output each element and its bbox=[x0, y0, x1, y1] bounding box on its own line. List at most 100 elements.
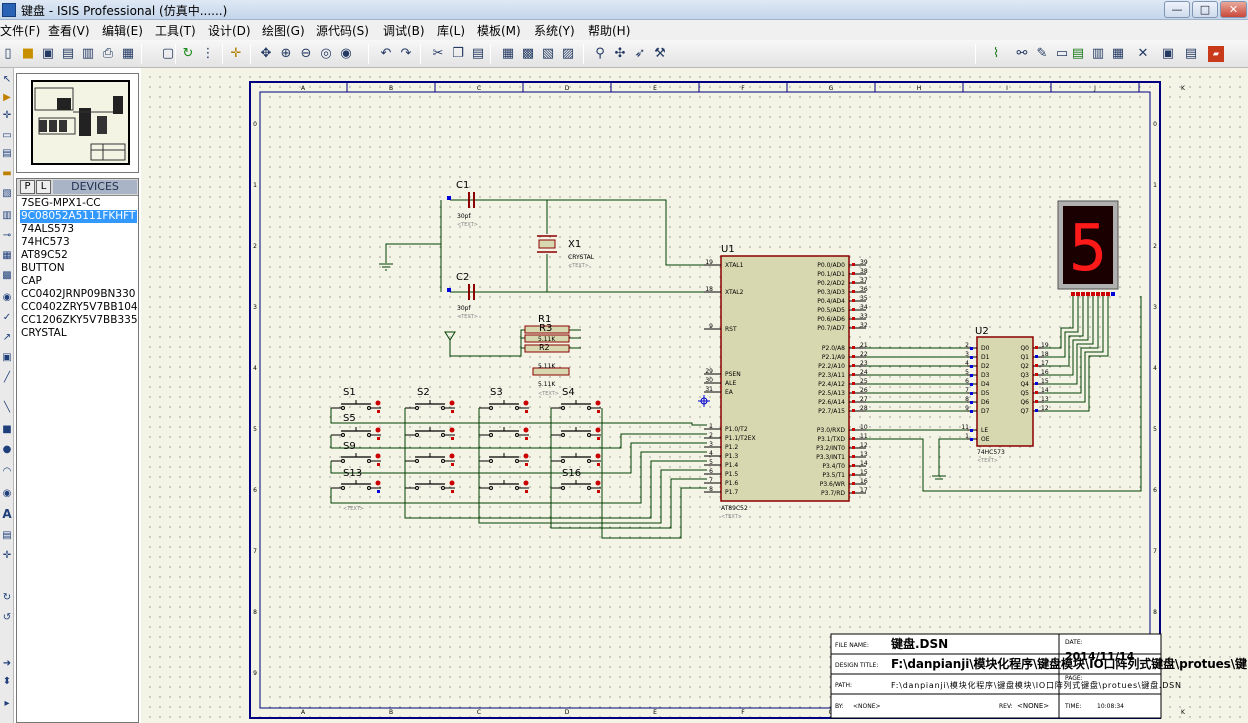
push-button[interactable] bbox=[550, 400, 601, 414]
maximize-button[interactable]: □ bbox=[1192, 1, 1218, 18]
voltage-probe-icon[interactable]: ✓ bbox=[2, 312, 12, 323]
mirror-x-icon[interactable]: ➜ bbox=[2, 658, 12, 669]
schematic-sheet[interactable]: AABBCCDDEEFFGGHHIIJJKK 00112233445566778… bbox=[141, 68, 1248, 723]
device-list-item[interactable]: CRYSTAL bbox=[21, 327, 67, 339]
origin-icon[interactable]: ✛ bbox=[230, 46, 242, 61]
push-button[interactable] bbox=[330, 427, 381, 441]
generator-icon[interactable]: ◉ bbox=[2, 292, 12, 303]
graph-icon[interactable]: ▦ bbox=[2, 250, 12, 261]
refresh-icon[interactable]: ↻ bbox=[182, 46, 194, 61]
menu-system[interactable]: 系统(Y) bbox=[534, 24, 575, 38]
zoom-area-icon[interactable]: ◉ bbox=[340, 46, 352, 61]
netlist-ares-icon[interactable]: ✕ bbox=[1137, 46, 1149, 61]
grid-icon[interactable]: ⋮ bbox=[201, 46, 215, 61]
pick-device-icon[interactable]: ⚲ bbox=[595, 46, 605, 61]
ares-icon[interactable]: ▣ bbox=[1161, 46, 1175, 61]
current-probe-icon[interactable]: ↗ bbox=[2, 332, 12, 343]
zoom-out-icon[interactable]: ⊖ bbox=[300, 46, 312, 61]
block-move-icon[interactable]: ▩ bbox=[521, 46, 535, 61]
menu-tools[interactable]: 工具(T) bbox=[155, 24, 196, 38]
selection-mode-icon[interactable]: ↖ bbox=[2, 74, 12, 85]
design-explorer-icon[interactable]: ▤ bbox=[1184, 46, 1198, 61]
push-button[interactable] bbox=[478, 480, 529, 494]
paste-icon[interactable]: ▤ bbox=[471, 46, 485, 61]
zoom-all-icon[interactable]: ◎ bbox=[320, 46, 332, 61]
push-button[interactable] bbox=[550, 427, 601, 441]
push-button[interactable] bbox=[330, 480, 381, 494]
line-icon[interactable]: ╱ bbox=[3, 372, 11, 383]
menu-help[interactable]: 帮助(H) bbox=[588, 24, 631, 38]
arc-icon[interactable]: ◠ bbox=[2, 466, 12, 477]
minimize-button[interactable]: — bbox=[1164, 1, 1190, 18]
push-button[interactable] bbox=[550, 480, 601, 494]
menu-debug[interactable]: 调试(B) bbox=[383, 24, 425, 38]
device-list-item[interactable]: CC0402JRNP09BN330 bbox=[21, 288, 136, 300]
overview-window[interactable] bbox=[16, 73, 139, 173]
ares-link-icon[interactable]: ▰ bbox=[1208, 46, 1224, 62]
tape-recorder-icon[interactable]: ▩ bbox=[2, 270, 12, 281]
pan-icon[interactable]: ✥ bbox=[260, 46, 272, 61]
decompose-icon[interactable]: ⚒ bbox=[654, 46, 666, 61]
schematic-canvas[interactable]: AABBCCDDEEFFGGHHIIJJKK 00112233445566778… bbox=[141, 68, 1248, 723]
box-icon[interactable]: ■ bbox=[2, 424, 12, 435]
push-button[interactable] bbox=[330, 400, 381, 414]
symbol-icon[interactable]: ▤ bbox=[2, 530, 12, 541]
bus-icon[interactable]: ▬ bbox=[2, 168, 12, 179]
menu-graph[interactable]: 绘图(G) bbox=[262, 24, 305, 38]
search-tag-icon[interactable]: ⚯ bbox=[1016, 46, 1028, 61]
device-list-item[interactable]: CC1206ZKY5V7BB335 bbox=[21, 314, 138, 326]
device-list-item[interactable]: CC0402ZRY5V7BB104 bbox=[21, 301, 138, 313]
print-area-icon[interactable]: ▦ bbox=[121, 46, 135, 61]
virtual-instrument-icon[interactable]: ▣ bbox=[2, 352, 12, 363]
text-script-icon[interactable]: ▤ bbox=[2, 148, 12, 159]
ercheck-icon[interactable]: ▦ bbox=[1111, 46, 1125, 61]
component-mode-icon[interactable]: ▶ bbox=[3, 92, 11, 103]
seven-segment-display[interactable]: 5 bbox=[1057, 200, 1119, 296]
device-list-item[interactable]: CAP bbox=[21, 275, 42, 287]
push-button[interactable] bbox=[404, 427, 455, 441]
menu-library[interactable]: 库(L) bbox=[437, 24, 466, 38]
library-manager-tab[interactable]: L bbox=[36, 180, 51, 194]
subcircuit-icon[interactable]: ▧ bbox=[2, 188, 12, 199]
bom-icon[interactable]: ▤ bbox=[1071, 46, 1085, 61]
circle-icon[interactable]: ● bbox=[2, 444, 12, 455]
junction-icon[interactable]: ✛ bbox=[2, 110, 12, 121]
push-button[interactable] bbox=[478, 427, 529, 441]
wire-autorouter-icon[interactable]: ⌇ bbox=[992, 46, 1000, 61]
new-sheet-icon[interactable]: ▭ bbox=[1055, 46, 1069, 61]
device-list-item[interactable]: 7SEG-MPX1-CC bbox=[21, 197, 101, 209]
device-list-item-selected[interactable]: 9C08052A5111FKHFT bbox=[20, 210, 137, 223]
push-button[interactable] bbox=[404, 453, 455, 467]
block-delete-icon[interactable]: ▨ bbox=[561, 46, 575, 61]
push-button[interactable] bbox=[478, 453, 529, 467]
device-list-item[interactable]: 74ALS573 bbox=[21, 223, 75, 235]
push-button[interactable] bbox=[330, 453, 381, 467]
play-icon[interactable]: ▸ bbox=[4, 698, 10, 709]
save-icon[interactable]: ▣ bbox=[41, 46, 55, 61]
push-button[interactable] bbox=[478, 400, 529, 414]
push-button[interactable] bbox=[404, 400, 455, 414]
pick-devices-tab[interactable]: P bbox=[20, 180, 35, 194]
open-folder-icon[interactable]: ■ bbox=[21, 46, 35, 61]
rotate-ccw-icon[interactable]: ↺ bbox=[2, 612, 12, 623]
cut-icon[interactable]: ✂ bbox=[432, 46, 444, 61]
packaging-icon[interactable]: ➶ bbox=[634, 46, 646, 61]
push-button[interactable] bbox=[550, 453, 601, 467]
zoom-in-icon[interactable]: ⊕ bbox=[280, 46, 292, 61]
marker-icon[interactable]: ✛ bbox=[2, 550, 12, 561]
property-tool-icon[interactable]: ✎ bbox=[1036, 46, 1048, 61]
export-icon[interactable]: ▥ bbox=[81, 46, 95, 61]
redraw-icon[interactable]: ▢ bbox=[161, 46, 175, 61]
wire-label-icon[interactable]: ▭ bbox=[2, 130, 12, 141]
block-copy-icon[interactable]: ▦ bbox=[501, 46, 515, 61]
line-2d-icon[interactable]: ╲ bbox=[3, 402, 11, 413]
device-pin-icon[interactable]: ⊸ bbox=[2, 230, 12, 241]
block-rotate-icon[interactable]: ▧ bbox=[541, 46, 555, 61]
menu-source[interactable]: 源代码(S) bbox=[316, 24, 369, 38]
make-device-icon[interactable]: ✣ bbox=[614, 46, 626, 61]
close-button[interactable]: ✕ bbox=[1220, 1, 1247, 18]
menu-template[interactable]: 模板(M) bbox=[477, 24, 521, 38]
rotate-cw-icon[interactable]: ↻ bbox=[2, 592, 12, 603]
push-button[interactable] bbox=[404, 480, 455, 494]
undo-icon[interactable]: ↶ bbox=[380, 46, 392, 61]
